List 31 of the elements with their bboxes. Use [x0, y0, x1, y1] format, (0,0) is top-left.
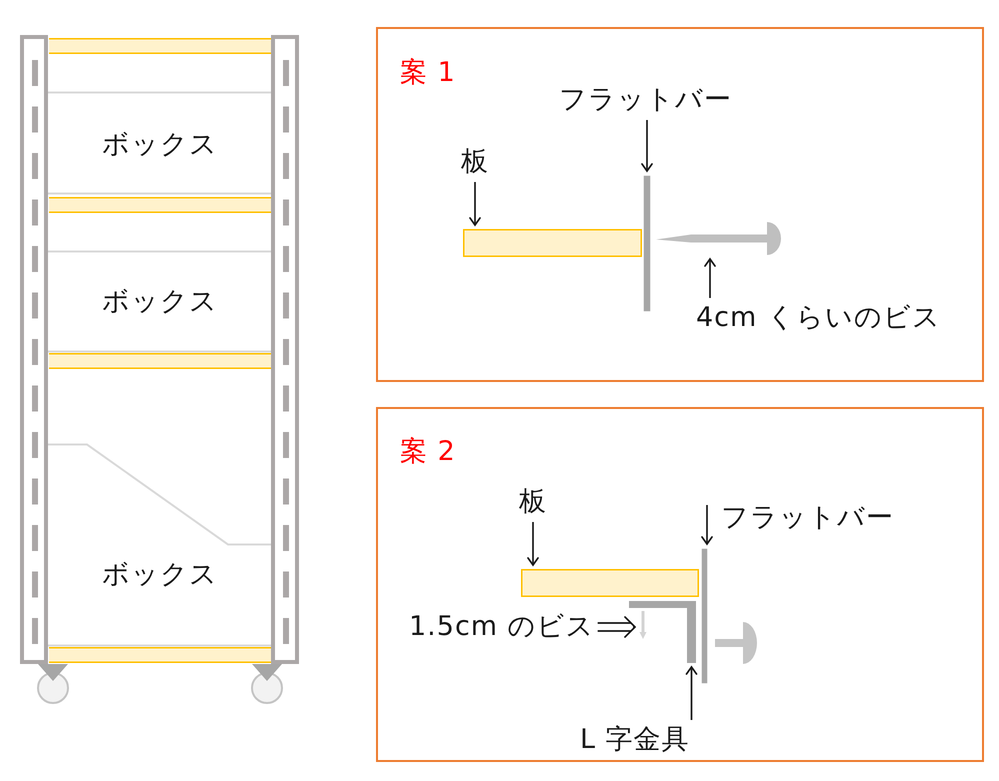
proposal-panel	[376, 27, 984, 382]
proposal-panel	[376, 407, 984, 762]
leader-arrow	[686, 666, 698, 720]
leader-arrow	[704, 258, 716, 298]
part-label: フラットバー	[721, 502, 894, 534]
wooden-board	[521, 569, 699, 597]
part-label: フラットバー	[559, 84, 732, 116]
leader-arrow	[701, 505, 713, 545]
storage-box	[48, 91, 271, 195]
part-label: L 字金具	[580, 724, 690, 756]
storage-box	[48, 250, 271, 353]
box-label: ボックス	[101, 129, 218, 161]
flat-bar	[643, 175, 651, 312]
leader-arrow	[469, 182, 481, 226]
box-label: ボックス	[101, 559, 218, 591]
box-label: ボックス	[101, 286, 218, 318]
part-label: 4cm くらいのビス	[696, 302, 941, 334]
panel-heading: 案 1	[400, 57, 456, 89]
part-label: 板	[519, 486, 547, 518]
part-label: 1.5cm のビス	[409, 611, 595, 643]
leader-arrow	[527, 522, 539, 566]
flat-bar	[701, 548, 708, 684]
screw	[656, 222, 782, 255]
part-label: 板	[461, 146, 489, 178]
panel-heading: 案 2	[400, 436, 456, 468]
double-arrow	[596, 616, 636, 638]
screw	[638, 611, 648, 639]
l-bracket	[629, 601, 696, 663]
wooden-board	[463, 229, 642, 257]
leader-arrow	[641, 120, 653, 172]
storage-box	[48, 443, 271, 647]
